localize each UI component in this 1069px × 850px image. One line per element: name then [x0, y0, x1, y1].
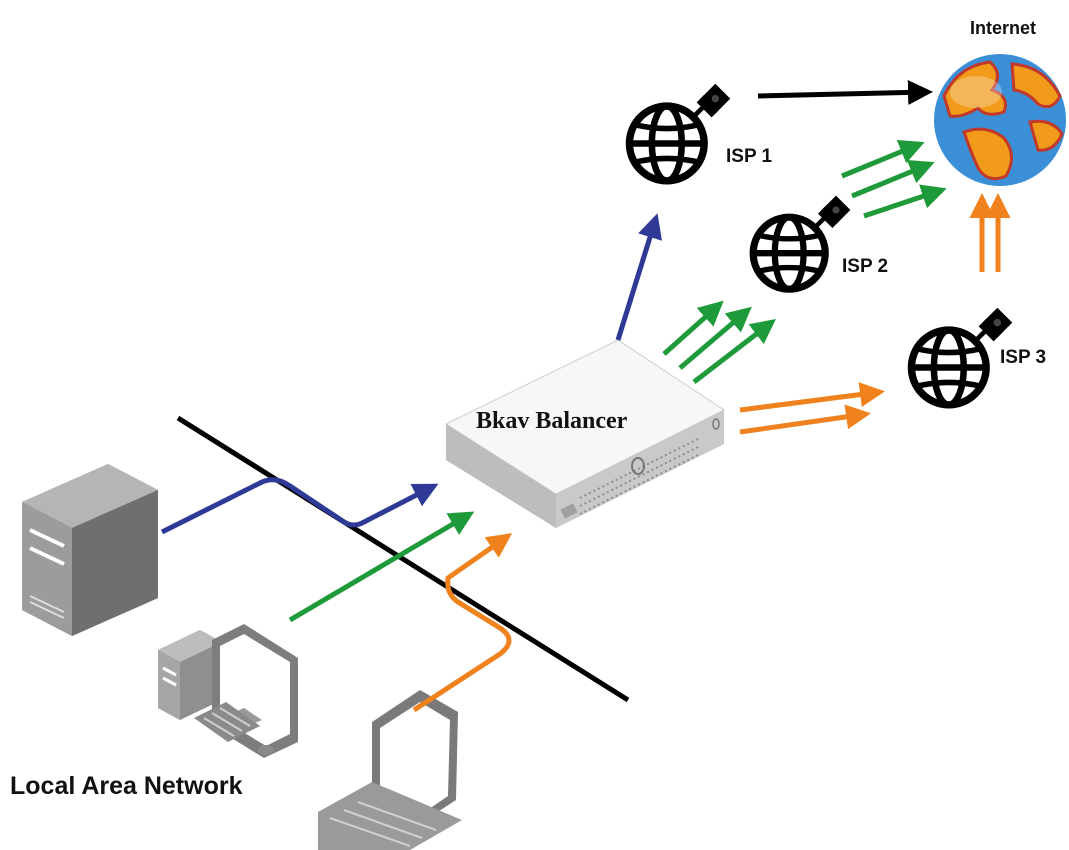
- earth-globe-icon: [934, 54, 1066, 186]
- orange-flow-arrow-lan: [412, 533, 513, 713]
- lan-label: Local Area Network: [10, 772, 243, 800]
- isp1-globe-icon: [629, 84, 730, 181]
- orange-flow-arrow-isp3-a: [739, 382, 885, 413]
- isp3-globe-icon: [911, 308, 1012, 405]
- isp2-label: ISP 2: [842, 256, 888, 277]
- blue-flow-arrow-isp1: [615, 213, 662, 341]
- green-flow-arrow-internet-a: [841, 140, 925, 179]
- green-flow-arrow-isp2-b: [678, 306, 752, 370]
- load-balancer-appliance-icon: [444, 339, 725, 528]
- internet-label: Internet: [970, 18, 1036, 38]
- green-flow-arrow-isp2-a: [662, 300, 724, 356]
- desktop-computer-icon: [158, 624, 298, 758]
- orange-flow-arrow-isp3-b: [739, 404, 871, 435]
- laptop-icon: [318, 690, 462, 850]
- green-flow-arrow-internet-b: [851, 160, 935, 199]
- blue-flow-arrow-lan: [160, 477, 439, 535]
- isp1-label: ISP 1: [726, 146, 773, 167]
- black-flow-arrow-internet: [757, 79, 933, 105]
- green-flow-arrow-lan: [288, 511, 475, 623]
- balancer-label: Bkav Balancer: [476, 408, 628, 434]
- server-tower-icon: [22, 464, 158, 636]
- isp2-globe-icon: [753, 196, 850, 290]
- isp3-label: ISP 3: [1000, 347, 1046, 368]
- network-boundary-line: [176, 415, 630, 703]
- green-flow-arrow-internet-c: [863, 184, 947, 219]
- green-flow-arrow-isp2-c: [692, 318, 776, 384]
